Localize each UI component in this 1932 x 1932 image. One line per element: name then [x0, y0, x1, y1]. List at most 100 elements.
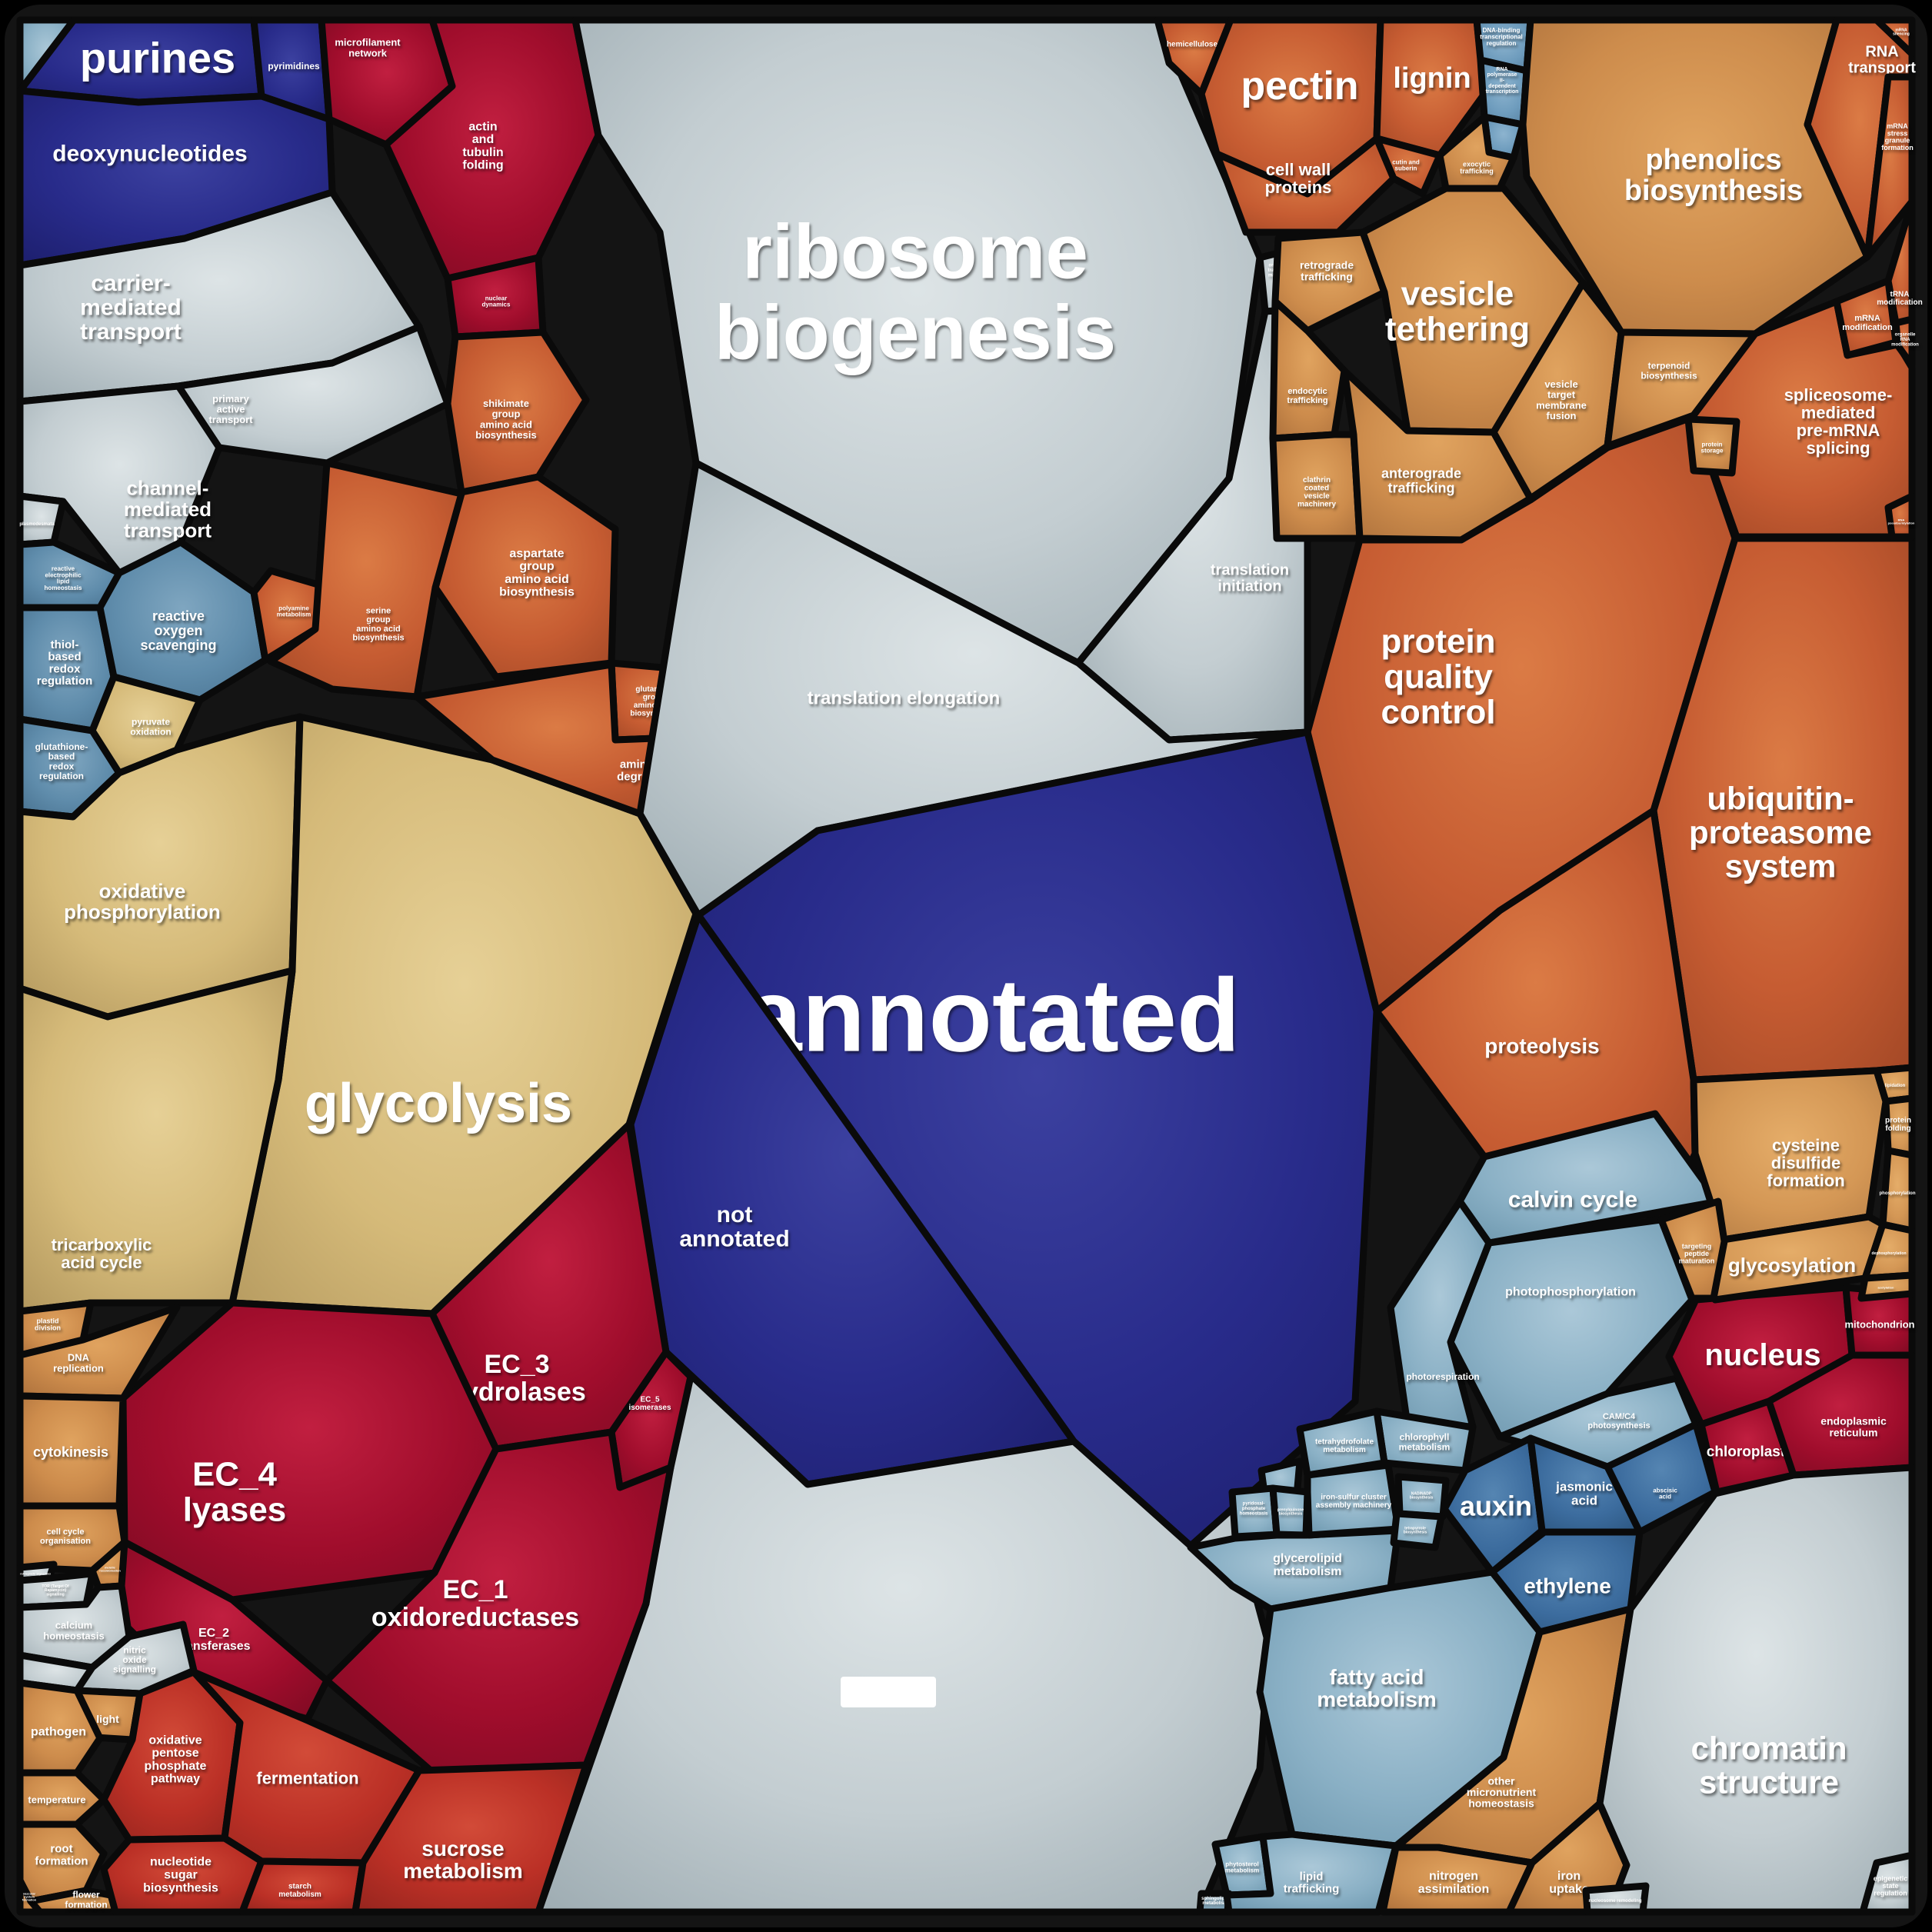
- cell-nitrogen-assimilation[interactable]: [1379, 1844, 1536, 1916]
- cell-serine-group-aa-biosynthesis[interactable]: [267, 459, 465, 701]
- cell-nucleosome-remodeling[interactable]: [1582, 1882, 1650, 1916]
- cell-tor-signalling[interactable]: [16, 1570, 96, 1611]
- label-phosphorylation: phosphorylation: [1880, 1191, 1916, 1196]
- label-temperature: temperature: [28, 1794, 85, 1806]
- cell-rna-pseudouridylation[interactable]: [1884, 492, 1916, 541]
- label-purines: purines: [80, 34, 235, 82]
- label-ethylene: ethylene: [1524, 1574, 1611, 1598]
- label-fermentation: fermentation: [256, 1769, 358, 1788]
- cell-iron-sulfur-cluster-assembly-machinery[interactable]: [1304, 1461, 1402, 1539]
- cell-epigenetic-state-regulation[interactable]: [1859, 1851, 1916, 1916]
- cell-cutin-and-suberin[interactable]: [1373, 135, 1444, 198]
- cell-sucrose-metabolism[interactable]: [351, 1761, 590, 1916]
- cell-tetrapyrrole-biosynthesis[interactable]: [1390, 1510, 1445, 1551]
- cell-protein-storage[interactable]: [1684, 415, 1740, 477]
- cell-lignin[interactable]: [1373, 16, 1488, 159]
- cell-ec1-oxidoreductases[interactable]: [323, 1428, 675, 1774]
- cell-temperature[interactable]: [16, 1769, 108, 1828]
- cell-pathogen[interactable]: [16, 1679, 104, 1777]
- label-plasmodesmata: plasmodesmata: [19, 522, 55, 527]
- cell-dna-replication[interactable]: [16, 1304, 181, 1402]
- label-pyrimidines: pyrimidines: [268, 61, 320, 72]
- label-cytokinesis: cytokinesis: [33, 1444, 108, 1460]
- label-nucleus: nucleus: [1704, 1338, 1820, 1372]
- cell-endoplasmic-reticulum[interactable]: [1765, 1351, 1916, 1479]
- cell-targeting-peptide-maturation[interactable]: [1657, 1198, 1728, 1302]
- cell-plasmodesmata[interactable]: [16, 492, 67, 548]
- cell-endocytic-trafficking[interactable]: [1269, 298, 1348, 442]
- label-deoxynucleotides: deoxynucleotides: [52, 142, 247, 167]
- cell-organelle-rna-modification[interactable]: [1892, 315, 1916, 369]
- label-auxin: auxin: [1460, 1491, 1532, 1522]
- label-dephosphorylation: dephosphorylation: [1872, 1251, 1907, 1256]
- cell-vascular-system-formation[interactable]: [16, 1877, 44, 1916]
- label-glycolysis: glycolysis: [305, 1073, 572, 1134]
- label-acetylation: acetylation: [1878, 1286, 1894, 1290]
- label-proteolysis: proteolysis: [1484, 1034, 1599, 1058]
- label-lignin: lignin: [1393, 62, 1471, 95]
- cell-mrna-silencing[interactable]: [1873, 16, 1916, 58]
- label-pathogen: pathogen: [31, 1726, 86, 1739]
- cell-acetylation[interactable]: [1857, 1271, 1916, 1302]
- label-photorespiration: photorespiration: [1406, 1371, 1479, 1382]
- label-translation-elongation: translation elongation: [808, 688, 1001, 709]
- label-calvin-cycle: calvin cycle: [1508, 1188, 1637, 1213]
- cell-retrograde-trafficking[interactable]: [1271, 228, 1388, 335]
- cell-phosphorylation[interactable]: [1879, 1147, 1916, 1234]
- cell-calvin-cycle[interactable]: [1456, 1110, 1722, 1247]
